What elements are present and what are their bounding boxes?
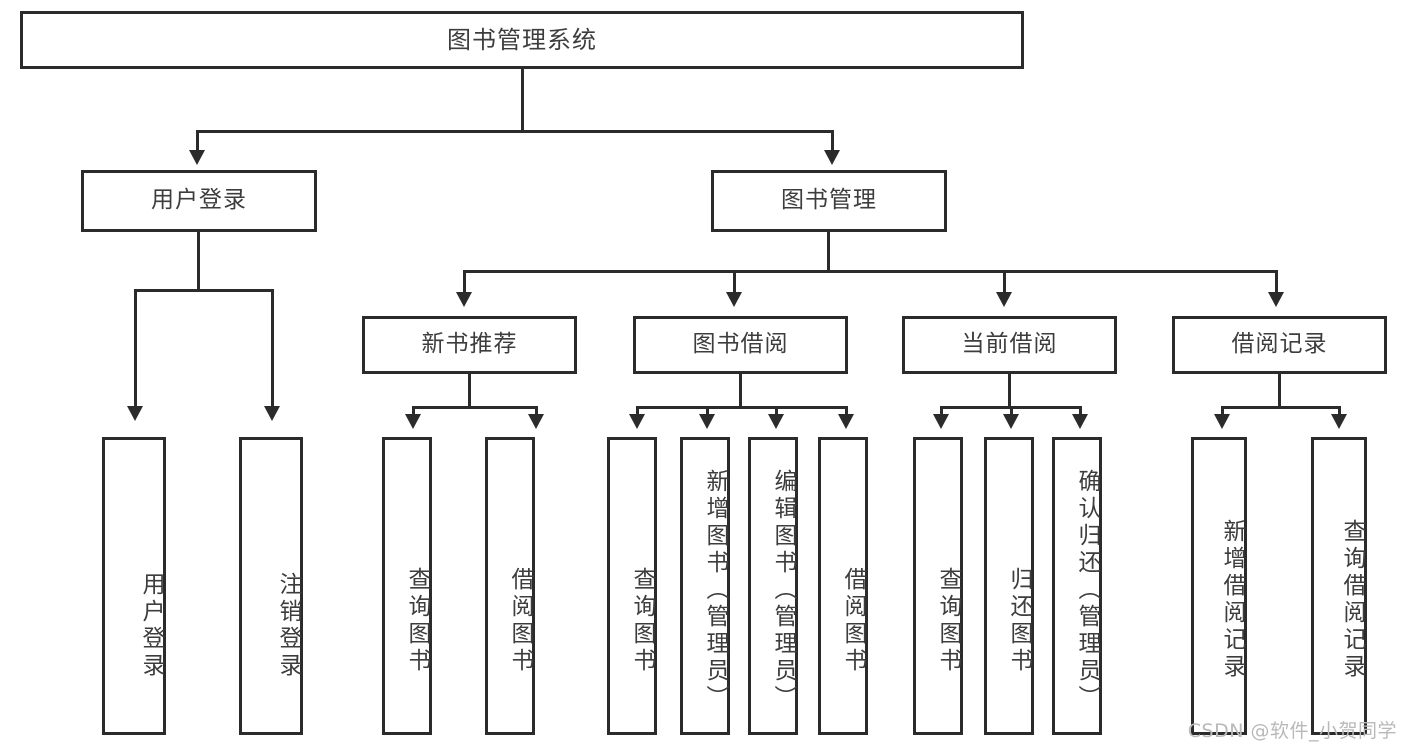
connector-userlogin-drop-2 — [271, 289, 274, 407]
connector-record-stem — [1278, 374, 1281, 406]
leaf-query-borrow-record[interactable]: 查询借阅记录 — [1311, 437, 1367, 735]
leaf-add-book-admin[interactable]: 新增图书（管理员） — [680, 437, 730, 735]
arrow-icon-borrow-1 — [629, 414, 645, 429]
connector-root-drop-2 — [831, 130, 834, 152]
connector-borrow-bus — [636, 406, 848, 409]
node-root-library-system[interactable]: 图书管理系统 — [20, 11, 1024, 69]
connector-bookmgmt-drop-2 — [733, 270, 736, 300]
connector-record-drop-1 — [1221, 406, 1224, 420]
connector-userlogin-drop-1 — [134, 289, 137, 407]
arrow-icon-bookmgmt-2 — [726, 292, 742, 307]
node-current-borrow[interactable]: 当前借阅 — [902, 316, 1117, 374]
leaf-logout[interactable]: 注销登录 — [239, 437, 303, 735]
connector-bookmgmt-drop-4 — [1275, 270, 1278, 300]
connector-userlogin-bus — [134, 289, 274, 292]
connector-root-stem — [521, 69, 524, 130]
connector-recommend-stem — [468, 374, 471, 406]
connector-borrow-stem — [739, 374, 742, 406]
connector-record-bus — [1221, 406, 1341, 409]
arrow-icon-borrow-4 — [838, 414, 854, 429]
connector-root-bus — [196, 130, 834, 133]
node-book-management[interactable]: 图书管理 — [711, 170, 947, 232]
arrow-icon-record-1 — [1214, 414, 1230, 429]
leaf-borrow-book-recommend[interactable]: 借阅图书 — [485, 437, 535, 735]
arrow-icon-recommend-2 — [528, 414, 544, 429]
connector-recommend-bus — [412, 406, 538, 409]
leaf-edit-book-admin[interactable]: 编辑图书（管理员） — [748, 437, 798, 735]
node-borrow-record[interactable]: 借阅记录 — [1172, 316, 1387, 374]
arrow-icon-userlogin-2 — [264, 406, 280, 421]
arrow-icon-bookmgmt-1 — [456, 292, 472, 307]
arrow-icon-current-2 — [1003, 414, 1019, 429]
arrow-icon-bookmgmt-4 — [1268, 292, 1284, 307]
connector-borrow-drop-2 — [706, 406, 709, 420]
leaf-return-book[interactable]: 归还图书 — [984, 437, 1034, 735]
connector-borrow-drop-1 — [636, 406, 639, 420]
connector-bookmgmt-drop-1 — [463, 270, 466, 300]
arrow-icon-record-2 — [1331, 414, 1347, 429]
arrow-icon-bookmgmt-3 — [996, 292, 1012, 307]
leaf-query-book-current[interactable]: 查询图书 — [913, 437, 963, 735]
arrow-icon-root-1 — [189, 150, 205, 165]
connector-bookmgmt-bus — [463, 270, 1278, 273]
node-new-book-recommend[interactable]: 新书推荐 — [362, 316, 577, 374]
leaf-query-book-recommend[interactable]: 查询图书 — [382, 437, 432, 735]
arrow-icon-borrow-3 — [768, 414, 784, 429]
arrow-icon-current-1 — [933, 414, 949, 429]
csdn-watermark: CSDN @软件_小贺同学 — [1187, 720, 1397, 742]
connector-current-drop-2 — [1010, 406, 1013, 420]
leaf-borrow-book[interactable]: 借阅图书 — [818, 437, 868, 735]
connector-recommend-drop-1 — [412, 406, 415, 420]
arrow-icon-current-3 — [1072, 414, 1088, 429]
connector-current-drop-1 — [940, 406, 943, 420]
connector-record-drop-2 — [1338, 406, 1341, 420]
node-book-borrow[interactable]: 图书借阅 — [633, 316, 848, 374]
connector-current-drop-3 — [1079, 406, 1082, 420]
connector-current-stem — [1008, 374, 1011, 406]
connector-userlogin-stem — [197, 232, 200, 289]
arrow-icon-userlogin-1 — [127, 406, 143, 421]
arrow-icon-root-2 — [824, 150, 840, 165]
connector-recommend-drop-2 — [535, 406, 538, 420]
node-user-login[interactable]: 用户登录 — [81, 170, 317, 232]
leaf-user-login[interactable]: 用户登录 — [102, 437, 166, 735]
connector-bookmgmt-stem — [827, 232, 830, 270]
leaf-add-borrow-record[interactable]: 新增借阅记录 — [1191, 437, 1247, 735]
arrow-icon-recommend-1 — [405, 414, 421, 429]
leaf-confirm-return-admin[interactable]: 确认归还（管理员） — [1052, 437, 1102, 735]
leaf-query-book-borrow[interactable]: 查询图书 — [607, 437, 657, 735]
connector-borrow-drop-3 — [775, 406, 778, 420]
connector-root-drop-1 — [196, 130, 199, 152]
connector-bookmgmt-drop-3 — [1003, 270, 1006, 300]
arrow-icon-borrow-2 — [699, 414, 715, 429]
connector-borrow-drop-4 — [845, 406, 848, 420]
